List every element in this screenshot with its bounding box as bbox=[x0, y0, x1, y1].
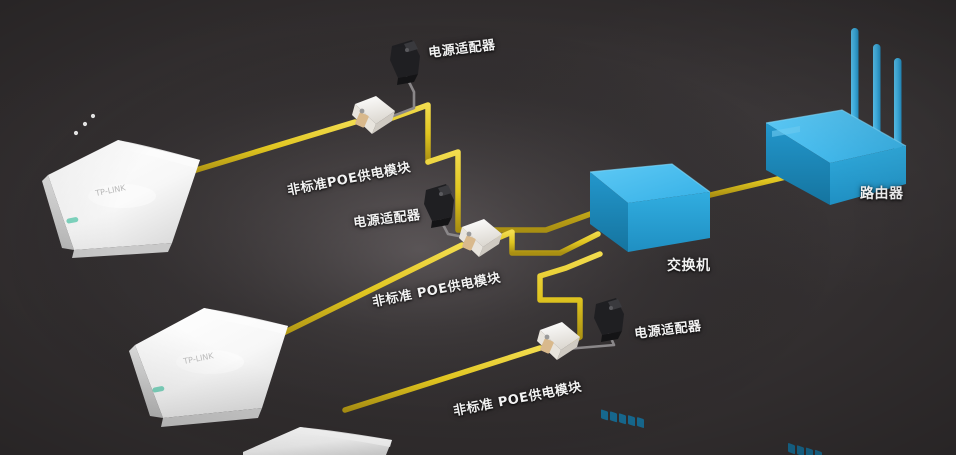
power-adapter-2[interactable] bbox=[424, 184, 454, 228]
poe-port bbox=[355, 112, 369, 128]
label-switch: 交换机 bbox=[667, 258, 711, 274]
power-adapter-1[interactable] bbox=[390, 40, 420, 85]
ap-signal-dot bbox=[82, 121, 88, 127]
cable-poe2-to-switch bbox=[495, 229, 601, 256]
ap-signal-dot bbox=[73, 130, 79, 136]
access-point-top[interactable]: TP-LINK bbox=[42, 113, 200, 258]
network-switch[interactable] bbox=[589, 163, 711, 428]
poe-jack bbox=[544, 334, 550, 340]
access-point-bottom[interactable] bbox=[243, 427, 392, 455]
router-antenna bbox=[851, 28, 859, 136]
poe-jack bbox=[466, 231, 472, 237]
cable-ap2-to-poe2 bbox=[264, 242, 465, 344]
ethernet-cables bbox=[180, 102, 835, 413]
wireless-router[interactable] bbox=[765, 28, 907, 455]
router-antenna bbox=[894, 58, 902, 152]
cable-ap3-to-poe3 bbox=[342, 345, 543, 413]
cable-poe1-to-switch bbox=[425, 149, 599, 233]
poe-port bbox=[540, 338, 554, 354]
ap-led-indicator bbox=[152, 386, 165, 393]
router-port-row bbox=[788, 443, 822, 455]
adapter-prong bbox=[439, 192, 443, 196]
router-antenna bbox=[873, 44, 881, 144]
power-adapter-3[interactable] bbox=[594, 298, 624, 342]
poe-port bbox=[462, 235, 476, 251]
router-vent bbox=[772, 126, 800, 137]
poe-jack bbox=[359, 108, 365, 114]
adapter-prong bbox=[609, 306, 613, 310]
ap-led-indicator bbox=[66, 217, 79, 224]
switch-port-row bbox=[601, 409, 644, 428]
poe-injector-3[interactable] bbox=[537, 322, 580, 360]
cable-ap1-to-poe1 bbox=[180, 119, 358, 177]
ap-signal-dot bbox=[90, 113, 96, 119]
label-router: 路由器 bbox=[860, 186, 904, 202]
adapter-prong bbox=[405, 48, 409, 52]
poe-injector-1[interactable] bbox=[352, 96, 395, 134]
router-antennas bbox=[851, 28, 902, 152]
access-point-middle[interactable]: TP-LINK bbox=[129, 308, 288, 427]
poe-injector-2[interactable] bbox=[459, 219, 502, 257]
cable-poe1-up bbox=[389, 102, 431, 165]
